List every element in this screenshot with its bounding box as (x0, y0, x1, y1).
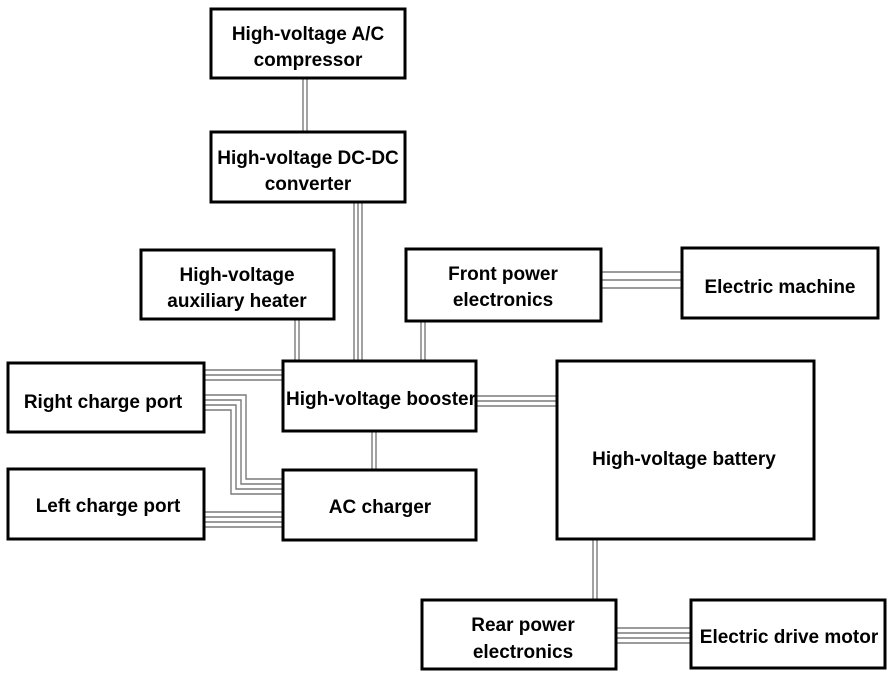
connector-compressor-converter (302, 78, 308, 132)
rear-power-box: Rear power electronics (420, 598, 618, 671)
connector-rear-power-motor (616, 627, 691, 644)
connector-right-port-charger (204, 394, 283, 495)
connectors (204, 78, 691, 644)
drive-motor-label: Electric drive motor (700, 627, 879, 648)
connector-battery-rear-power (592, 539, 598, 600)
boxes: High-voltage A/C compressor High-voltage… (6, 7, 887, 671)
front-power-label-line1: Front power (448, 264, 558, 285)
left-charge-port-box: Left charge port (6, 467, 206, 541)
right-charge-port-label: Right charge port (24, 392, 183, 413)
dcdc-converter-label-line1: High-voltage DC-DC (217, 148, 399, 169)
left-charge-port-label: Left charge port (36, 496, 181, 517)
battery-label: High-voltage battery (592, 449, 776, 470)
rear-power-label-line1: Rear power (471, 615, 575, 636)
aux-heater-label-line1: High-voltage (179, 265, 294, 286)
electric-machine-box: Electric machine (680, 246, 880, 320)
aux-heater-box: High-voltage auxiliary heater (139, 248, 336, 321)
dcdc-converter-box: High-voltage DC-DC converter (209, 130, 407, 204)
rear-power-label-line2: electronics (473, 642, 573, 663)
connector-heater-booster (294, 319, 300, 361)
connector-converter-booster (353, 202, 363, 361)
ac-charger-box: AC charger (281, 468, 478, 542)
booster-label: High-voltage booster (286, 389, 477, 410)
ac-compressor-label-line1: High-voltage A/C (232, 24, 385, 45)
ac-compressor-label-line2: compressor (254, 50, 363, 71)
connector-booster-battery (476, 395, 557, 407)
ac-compressor-box: High-voltage A/C compressor (209, 7, 407, 80)
connector-front-power-machine (601, 271, 682, 289)
connector-left-port-charger (204, 511, 283, 528)
front-power-box: Front power electronics (404, 247, 603, 323)
booster-box: High-voltage booster (281, 359, 478, 433)
front-power-label-line2: electronics (453, 290, 553, 311)
connector-charger-booster (371, 431, 377, 470)
battery-box: High-voltage battery (555, 359, 816, 541)
connector-front-power-booster (420, 321, 426, 361)
dcdc-converter-label-line2: converter (265, 174, 352, 195)
drive-motor-box: Electric drive motor (689, 598, 887, 670)
aux-heater-label-line2: auxiliary heater (167, 291, 307, 312)
right-charge-port-box: Right charge port (6, 361, 206, 434)
electric-machine-label: Electric machine (704, 277, 855, 298)
ac-charger-label: AC charger (329, 497, 432, 518)
connector-right-port-booster (204, 369, 283, 381)
